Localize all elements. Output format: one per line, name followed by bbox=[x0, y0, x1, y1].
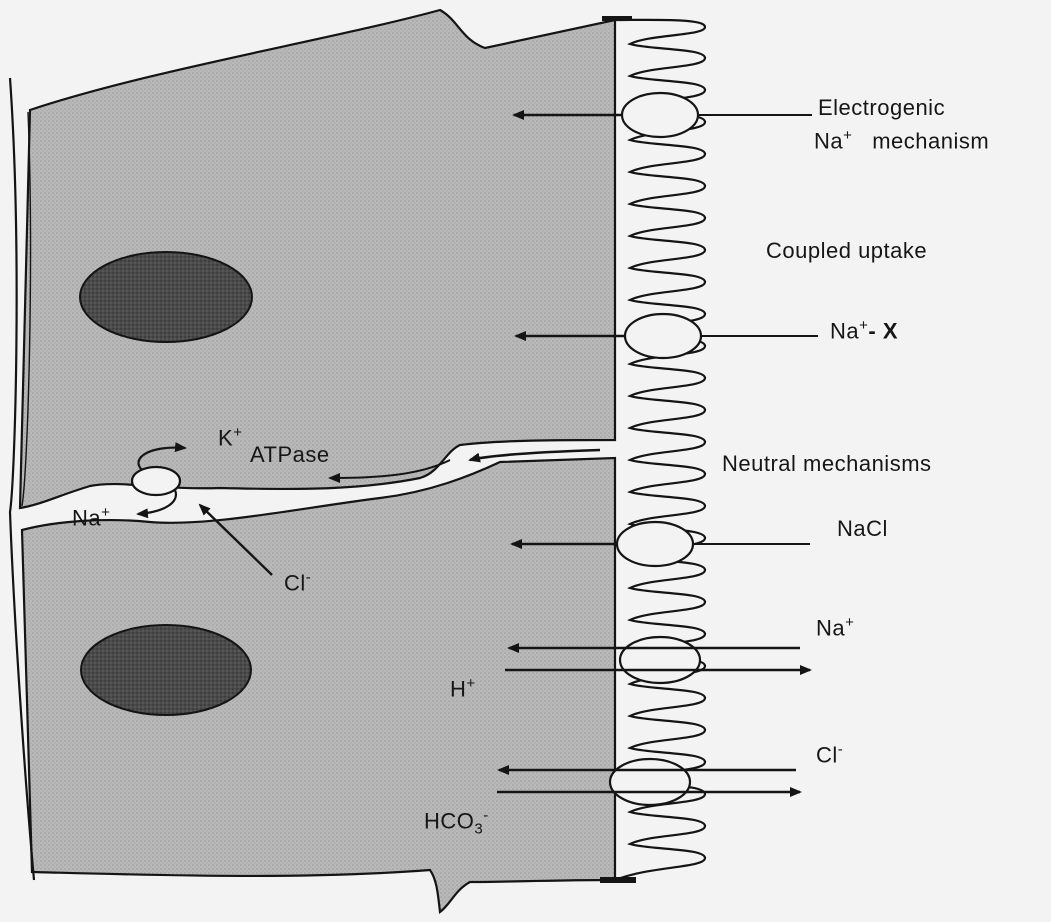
label-na-x: Na+- X bbox=[830, 318, 898, 342]
k-symbol: K bbox=[218, 425, 233, 450]
h-symbol: H bbox=[450, 676, 466, 701]
na-symbol: Na bbox=[816, 615, 845, 640]
label-cl-lateral: Cl- bbox=[284, 570, 311, 594]
hco-symbol: HCO bbox=[424, 808, 474, 833]
label-neutral-mechanisms: Neutral mechanisms bbox=[722, 453, 932, 475]
plus-sign: + bbox=[859, 317, 868, 334]
label-coupled-uptake: Coupled uptake bbox=[766, 240, 927, 262]
label-na-lateral: Na+ bbox=[72, 505, 110, 529]
subscript-3: 3 bbox=[474, 821, 483, 838]
na-symbol: Na bbox=[814, 128, 843, 153]
label-h-exchange: H+ bbox=[450, 676, 476, 700]
plus-sign: + bbox=[843, 127, 852, 144]
label-k-plus: K+ bbox=[218, 425, 242, 449]
label-electrogenic: Electrogenic bbox=[818, 97, 945, 119]
plus-sign: + bbox=[466, 675, 475, 692]
transporter-cl-hco3 bbox=[610, 759, 690, 805]
label-na-mechanism: Na+ mechanism bbox=[814, 128, 989, 152]
nucleus-upper bbox=[80, 252, 252, 342]
transporter-coupled bbox=[625, 314, 701, 358]
brush-border bbox=[615, 20, 705, 880]
label-atpase: ATPase bbox=[250, 444, 330, 466]
plus-sign: + bbox=[845, 614, 854, 631]
na-k-atpase-pump bbox=[132, 467, 180, 495]
minus-sign: - bbox=[838, 741, 844, 758]
na-symbol: Na bbox=[72, 505, 101, 530]
cl-symbol: Cl bbox=[284, 570, 306, 595]
transporter-nacl bbox=[617, 522, 693, 566]
plus-sign: + bbox=[233, 424, 242, 441]
label-na-exchange: Na+ bbox=[816, 615, 854, 639]
plus-sign: + bbox=[101, 504, 110, 521]
label-cl-exchange: Cl- bbox=[816, 742, 843, 766]
minus-sign: - bbox=[483, 807, 489, 824]
label-nacl: NaCl bbox=[837, 518, 888, 540]
cl-symbol: Cl bbox=[816, 742, 838, 767]
transporter-electrogenic bbox=[622, 93, 698, 137]
tight-junction-top bbox=[602, 16, 632, 21]
tight-junction-bottom bbox=[600, 877, 636, 883]
label-hco3-exchange: HCO3- bbox=[424, 808, 489, 837]
transporter-na-h bbox=[620, 637, 700, 683]
nucleus-lower bbox=[81, 625, 251, 715]
na-symbol: Na bbox=[830, 318, 859, 343]
x-solute: - X bbox=[868, 318, 898, 343]
mechanism-text: mechanism bbox=[872, 128, 989, 153]
minus-sign: - bbox=[306, 569, 312, 586]
upper-cell bbox=[20, 10, 615, 508]
